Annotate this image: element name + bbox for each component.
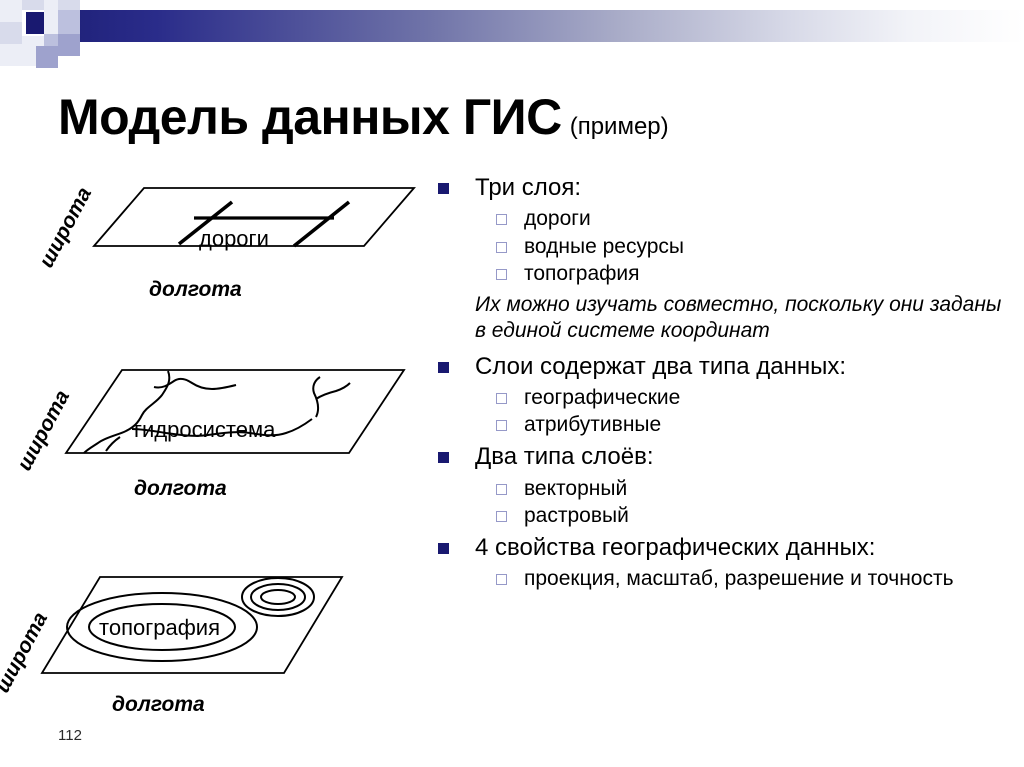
bullet-item-level2[interactable]: географические (496, 385, 1018, 410)
diagrams-column: дороги широта долгота гидросистема широт… (0, 160, 430, 760)
bullet-item-level1[interactable]: Слои содержат два типа данных: (438, 353, 1018, 381)
bullet-item-level1[interactable]: Три слоя: (438, 174, 1018, 202)
bullet-text: Три слоя: (475, 174, 582, 201)
bullet-item-level2[interactable]: векторный (496, 476, 1018, 501)
bullet-text: дороги (524, 207, 591, 231)
hollow-square-bullet-icon (496, 510, 507, 522)
river-tributary-left (105, 436, 121, 452)
deco-square (0, 0, 22, 22)
bullet-text: векторный (524, 476, 628, 500)
deco-square (0, 44, 22, 66)
road-line-right (292, 200, 351, 248)
bullet-group-1-note: Их можно изучать совместно, поскольку он… (475, 292, 1002, 343)
bullet-text: атрибутивные (524, 413, 662, 437)
deco-square (36, 46, 58, 68)
diagram-hydro-x-axis-label: долгота (134, 477, 227, 500)
diagram-hydro-svg (64, 369, 406, 454)
square-bullet-icon (438, 543, 449, 555)
bullet-item-level2[interactable]: дороги (496, 206, 1018, 231)
hollow-square-bullet-icon (496, 393, 507, 405)
river-main-lower (131, 418, 313, 437)
plane-parallelogram (64, 369, 406, 454)
deco-square (58, 34, 80, 56)
bullet-text: Слои содержат два типа данных: (475, 352, 847, 380)
bullet-group-2: Слои содержат два типа данных: географич… (438, 353, 1018, 438)
bullet-group-4: 4 свойства географических данных: проекц… (438, 534, 1018, 592)
diagram-hydro-layer-label: гидросистема (134, 417, 276, 442)
bullet-item-level2[interactable]: атрибутивные (496, 412, 1018, 437)
deco-square (58, 0, 80, 10)
bullet-group-3: Два типа слоёв: векторный растровый (438, 443, 1018, 528)
contour-inner (88, 603, 236, 651)
peak-contour-outer (241, 577, 315, 617)
page-number: 112 (58, 727, 82, 744)
bullet-text: проекция, масштаб, разрешение и точность (524, 567, 954, 591)
hollow-square-bullet-icon (496, 483, 507, 495)
bullet-text: географические (524, 386, 681, 410)
bullet-group-1: Три слоя: дороги водные ресурсы топограф… (438, 174, 1018, 345)
bullet-text: Два типа слоёв: (475, 443, 654, 471)
square-bullet-icon (438, 183, 449, 194)
river-main-right (312, 376, 321, 418)
diagram-roads-svg (92, 187, 416, 248)
bullet-text: растровый (524, 503, 629, 527)
contour-outer (66, 592, 258, 662)
diagram-hydro: гидросистема широта долгота (0, 345, 414, 520)
bullet-text: топография (524, 261, 640, 285)
deco-square (58, 10, 80, 34)
deco-square (22, 0, 44, 10)
hollow-square-bullet-icon (496, 268, 507, 280)
diagram-roads-x-axis-label: долгота (149, 278, 242, 301)
river-branch-upper (153, 377, 237, 391)
peak-contour-inner (260, 589, 296, 605)
bullet-text: 4 свойства географических данных: (475, 534, 876, 562)
deco-square (0, 22, 22, 44)
hollow-square-bullet-icon (496, 214, 507, 226)
peak-contour-middle (250, 583, 306, 611)
hollow-square-bullet-icon (496, 241, 507, 253)
bullet-item-level1[interactable]: Два типа слоёв: (438, 443, 1018, 471)
bullet-text: водные ресурсы (524, 234, 684, 258)
square-bullet-icon (438, 361, 449, 373)
river-main-left (83, 370, 171, 454)
square-bullet-icon (438, 452, 449, 464)
diagram-topo: топография широта долгота (0, 545, 402, 730)
hollow-square-bullet-icon (496, 420, 507, 432)
page-title: Модель данных ГИС (58, 89, 562, 145)
bullet-item-level2[interactable]: топография (496, 261, 1018, 286)
bullet-item-level2[interactable]: проекция, масштаб, разрешение и точность (496, 566, 1018, 591)
diagram-topo-svg (40, 576, 344, 674)
diagram-topo-layer-label: топография (99, 615, 221, 640)
bullet-item-level2[interactable]: растровый (496, 503, 1018, 528)
title-block: Модель данных ГИС (пример) (58, 92, 958, 142)
diagram-roads-layer-label: дороги (199, 226, 269, 251)
diagram-topo-x-axis-label: долгота (112, 693, 205, 716)
page-title-suffix: (пример) (569, 113, 669, 140)
river-branch-right (315, 382, 351, 400)
header-decoration (0, 0, 1024, 70)
bullet-item-level2[interactable]: водные ресурсы (496, 234, 1018, 259)
hollow-square-bullet-icon (496, 574, 507, 586)
bullet-item-level1[interactable]: 4 свойства географических данных: (438, 534, 1018, 562)
header-gradient-bar (60, 10, 1024, 42)
bullet-list: Три слоя: дороги водные ресурсы топограф… (438, 174, 1018, 598)
diagram-roads: дороги широта долгота (4, 166, 424, 326)
road-line-left (177, 200, 234, 246)
